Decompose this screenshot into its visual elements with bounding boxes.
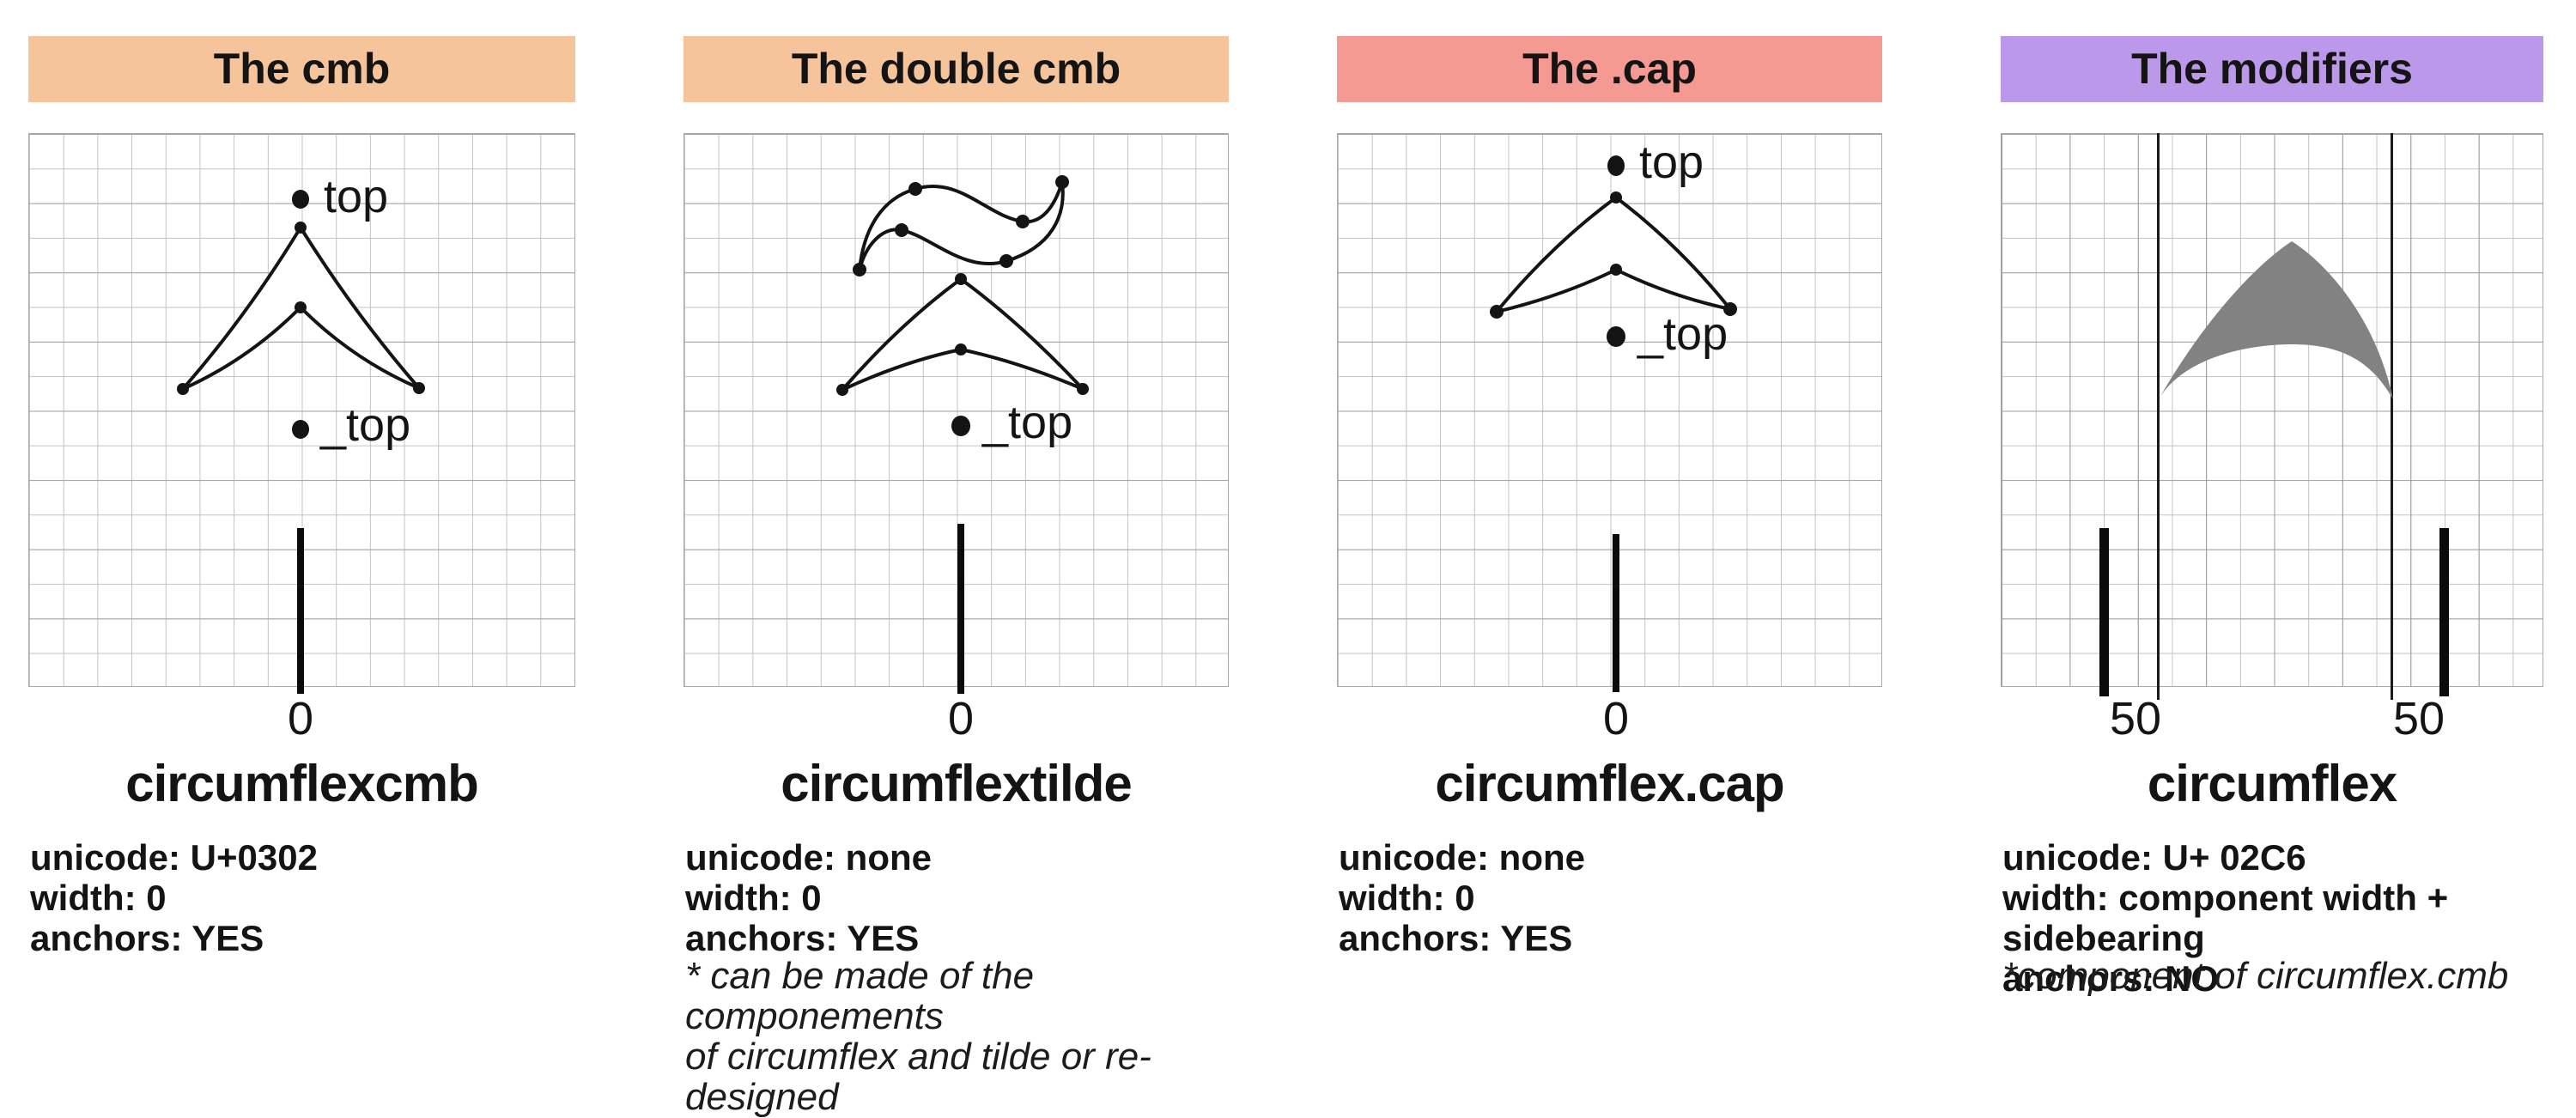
panel-header: The modifiers <box>2001 36 2543 102</box>
anchor-label-top: top <box>1639 137 1704 188</box>
meta-width: width: component width + sidebearing <box>2002 878 2449 958</box>
on-curve-point <box>1723 302 1737 316</box>
meta-anchors: anchors: YES <box>1339 918 1573 958</box>
panel-cap: The .cap top _top 0 circumflex.cap unico… <box>1337 0 1882 1061</box>
glyph-name: circumflex <box>2147 755 2397 812</box>
origin-line-right <box>2439 528 2449 696</box>
on-curve-point <box>1055 175 1069 189</box>
on-curve-point <box>1016 215 1030 228</box>
glyph-drawing-circumflextilde: _top <box>836 175 1089 694</box>
glyph-meta: unicode: none width: 0 anchors: YES <box>1339 837 1585 958</box>
meta-width: width: 0 <box>30 878 167 918</box>
anchor-dot-under-top <box>951 416 970 436</box>
on-curve-point <box>955 273 967 285</box>
glyph-name: circumflexcmb <box>125 755 479 812</box>
panel-double-cmb: The double cmb _top 0 circumflextilde un… <box>683 0 1229 1117</box>
panel-header: The cmb <box>28 36 575 102</box>
meta-width: width: 0 <box>1339 878 1475 918</box>
circumflex-outline <box>181 226 421 391</box>
meta-anchors: anchors: YES <box>30 918 264 958</box>
anchor-dot-under-top <box>292 420 309 439</box>
glyph-drawing-circumflex <box>2099 133 2449 700</box>
glyph-drawing-circumflex-cap: top _top <box>1490 137 1737 692</box>
origin-label: 0 <box>1602 693 1630 744</box>
gray-circumflex-shape <box>2159 241 2393 399</box>
on-curve-point <box>853 263 866 276</box>
on-curve-point <box>908 182 922 196</box>
meta-anchors: anchors: NO <box>2002 958 2220 999</box>
footnote: * can be made of the componements of cir… <box>685 955 1151 1118</box>
anchor-label-top: top <box>324 171 388 222</box>
glyph-name: circumflextilde <box>781 755 1133 812</box>
panel-modifiers: The modifiers 50 50 circumflex unicode: … <box>2001 0 2543 1061</box>
glyph-grid-canvas <box>2001 133 2543 687</box>
origin-label: 0 <box>947 693 975 744</box>
origin-line-left <box>2099 528 2109 696</box>
anchor-label-under-top: _top <box>981 397 1072 448</box>
sidebearing-line-left <box>2157 133 2160 700</box>
on-curve-point <box>895 223 908 237</box>
circumflex-outline <box>1495 196 1732 313</box>
on-curve-point <box>1077 383 1089 395</box>
panel-header: The .cap <box>1337 36 1882 102</box>
tilde-outline <box>858 180 1065 271</box>
panel-cmb: The cmb top _top 0 circumflexcmb unicode… <box>28 0 575 1061</box>
meta-unicode: unicode: U+0302 <box>30 837 318 878</box>
sidebearing-line-right <box>2391 133 2393 700</box>
meta-anchors: anchors: YES <box>685 918 920 958</box>
on-curve-point <box>836 384 848 396</box>
panel-header: The double cmb <box>683 36 1229 102</box>
origin-label: 0 <box>287 693 314 744</box>
meta-width: width: 0 <box>685 878 822 918</box>
footnote: *component of circumflex.cmb <box>2002 955 2509 997</box>
glyph-meta: unicode: U+ 02C6 width: component width … <box>2002 837 2543 999</box>
origin-line <box>297 528 304 694</box>
meta-unicode: unicode: none <box>1339 837 1585 878</box>
right-sidebearing-label: 50 <box>2392 693 2445 744</box>
left-sidebearing-label: 50 <box>2109 693 2162 744</box>
on-curve-point <box>413 382 425 394</box>
origin-line <box>957 524 964 694</box>
on-curve-point <box>1490 305 1504 319</box>
on-curve-point <box>955 343 967 355</box>
glyph-drawing-circumflexcmb: top _top <box>177 171 425 694</box>
meta-unicode: unicode: U+ 02C6 <box>2002 837 2306 878</box>
origin-line <box>1613 534 1619 692</box>
meta-unicode: unicode: none <box>685 837 932 878</box>
on-curve-point <box>177 383 189 395</box>
glyph-name: circumflex.cap <box>1435 755 1784 812</box>
anchor-dot-top <box>292 190 309 209</box>
on-curve-point <box>1610 191 1622 204</box>
on-curve-point <box>295 301 307 313</box>
anchor-label-under-top: _top <box>1637 308 1728 360</box>
on-curve-point <box>1610 264 1622 276</box>
glyph-meta: unicode: U+0302 width: 0 anchors: YES <box>30 837 318 958</box>
on-curve-point <box>295 222 307 234</box>
on-curve-point <box>999 254 1013 268</box>
anchor-dot-under-top <box>1607 326 1625 347</box>
glyph-meta: unicode: none width: 0 anchors: YES <box>685 837 932 958</box>
circumflex-outline <box>841 277 1084 392</box>
anchor-dot-top <box>1607 155 1625 176</box>
anchor-label-under-top: _top <box>319 399 410 451</box>
